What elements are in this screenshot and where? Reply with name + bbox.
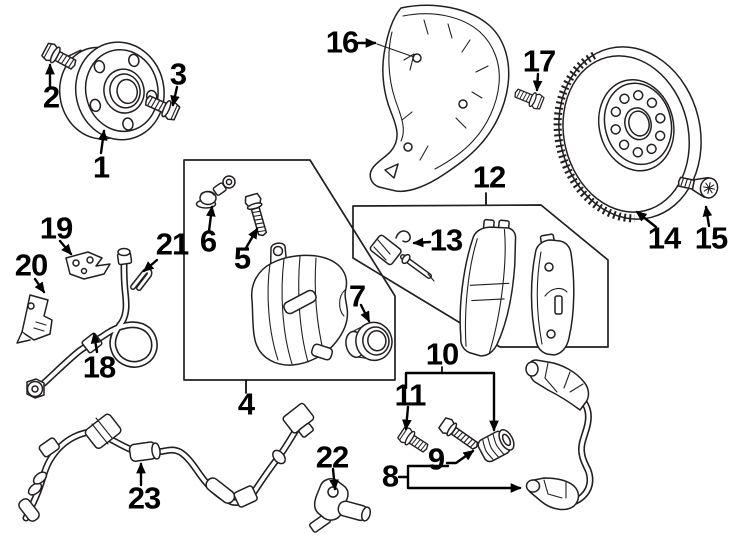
leader-10 xyxy=(404,371,499,432)
hose-clip-drawing xyxy=(130,267,153,291)
callout-14[interactable]: 14 xyxy=(647,220,681,256)
brake-pad-set-box xyxy=(352,204,609,348)
callout-1[interactable]: 1 xyxy=(92,149,110,185)
leader-16-ext xyxy=(376,43,415,58)
splash-shield-drawing xyxy=(369,4,510,193)
callout-5[interactable]: 5 xyxy=(233,240,251,276)
callout-11[interactable]: 11 xyxy=(394,377,427,413)
leader-22 xyxy=(329,467,339,491)
callout-18[interactable]: 18 xyxy=(82,349,116,385)
leader-1 xyxy=(97,129,108,155)
leader-9 xyxy=(445,449,475,465)
guide-pin-drawing xyxy=(437,415,483,455)
leader-6 xyxy=(206,205,216,233)
guide-pin-bushing-drawing xyxy=(477,429,515,463)
inner-brake-pad-drawing xyxy=(459,218,517,357)
wear-sensor-drawing xyxy=(369,230,435,282)
callout-7[interactable]: 7 xyxy=(348,278,366,314)
leader-18 xyxy=(90,332,101,354)
callout-15[interactable]: 15 xyxy=(694,220,728,256)
leader-11 xyxy=(402,405,412,431)
abs-harness-drawing xyxy=(18,402,315,522)
hose-bracket-upper-drawing xyxy=(65,251,111,280)
callout-13[interactable]: 13 xyxy=(429,222,463,258)
caliper-mount-bracket-drawing xyxy=(525,359,594,511)
callout-12[interactable]: 12 xyxy=(472,159,506,195)
abs-sensor-drawing xyxy=(308,478,372,533)
callout-3[interactable]: 3 xyxy=(169,56,187,92)
callout-20[interactable]: 20 xyxy=(14,247,48,283)
callout-19[interactable]: 19 xyxy=(39,210,73,246)
leader-21 xyxy=(142,258,159,273)
leader-19 xyxy=(58,239,73,256)
brake-rotor-drawing xyxy=(553,46,702,223)
leader-5 xyxy=(244,227,259,250)
callout-2[interactable]: 2 xyxy=(42,79,60,115)
piston-boot-drawing xyxy=(345,321,393,362)
callout-6[interactable]: 6 xyxy=(199,223,217,259)
callout-22[interactable]: 22 xyxy=(315,439,349,475)
hose-bracket-lower-drawing xyxy=(16,294,53,344)
callout-16[interactable]: 16 xyxy=(325,24,359,60)
leader-3 xyxy=(170,85,180,107)
brake-hose-drawing xyxy=(26,247,158,399)
callout-9[interactable]: 9 xyxy=(427,441,445,477)
callout-21[interactable]: 21 xyxy=(155,226,189,262)
shield-bolt-drawing xyxy=(511,84,546,112)
leader-15 xyxy=(702,205,713,228)
leader-lines xyxy=(33,38,713,491)
callout-17[interactable]: 17 xyxy=(522,43,556,79)
caliper-body-drawing xyxy=(250,242,349,366)
bleeder-screw-drawing xyxy=(195,175,236,209)
bracket-bolt-drawing xyxy=(396,425,432,457)
leader-14 xyxy=(635,210,658,229)
leader-7 xyxy=(359,303,371,323)
rotor-screw-drawing xyxy=(677,176,719,199)
caliper-group-box xyxy=(183,159,396,381)
leader-20 xyxy=(33,277,46,294)
leader-8 xyxy=(397,464,520,488)
callout-10[interactable]: 10 xyxy=(425,336,459,372)
outer-brake-pad-drawing xyxy=(530,233,575,356)
callout-4[interactable]: 4 xyxy=(237,386,255,422)
wheel-hub-drawing xyxy=(58,41,165,141)
callout-8[interactable]: 8 xyxy=(381,458,399,494)
callout-23[interactable]: 23 xyxy=(127,480,161,516)
leader-17 xyxy=(532,72,543,92)
leader-13 xyxy=(412,237,432,248)
